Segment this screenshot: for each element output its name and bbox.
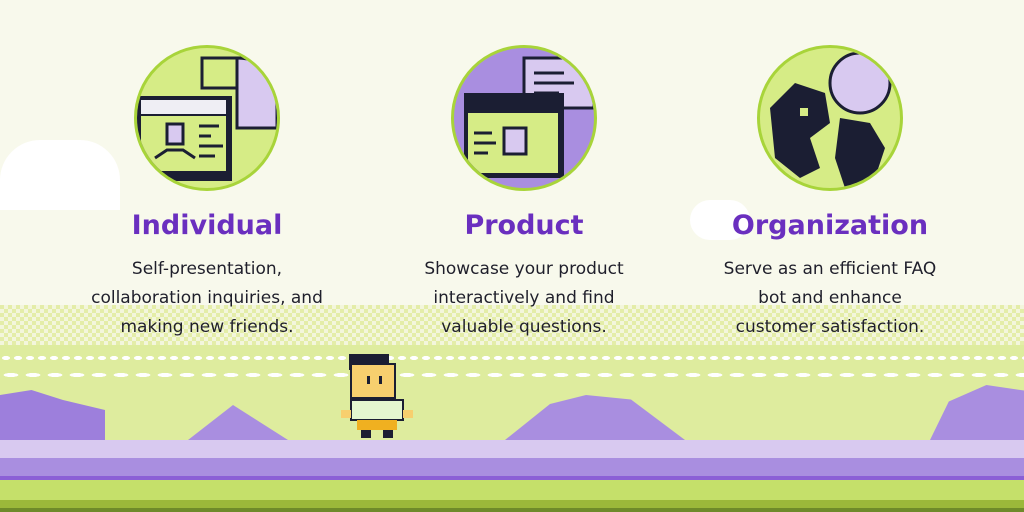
- cloud: [690, 200, 750, 240]
- ground-purple: [0, 458, 1024, 480]
- dot-row: [0, 372, 1024, 378]
- ground-top: [0, 440, 1024, 458]
- dot-row: [0, 355, 1024, 361]
- cloud: [0, 140, 120, 210]
- profile-card-icon: [134, 45, 280, 191]
- card-title: Individual: [131, 210, 283, 241]
- card-description: Self-presentation,collaboration inquirie…: [91, 259, 323, 337]
- globe-icon: [757, 45, 903, 191]
- checker-pattern: [0, 305, 1024, 350]
- card-title: Product: [464, 210, 584, 241]
- pixel-character: [341, 354, 413, 438]
- product-card-icon: [451, 45, 597, 191]
- ground-bottom: [0, 500, 1024, 512]
- grass-field: [0, 345, 1024, 445]
- ground-grass: [0, 480, 1024, 502]
- card-individual: Individual Self-presentation,collaborati…: [37, 45, 377, 342]
- card-title: Organization: [731, 210, 929, 241]
